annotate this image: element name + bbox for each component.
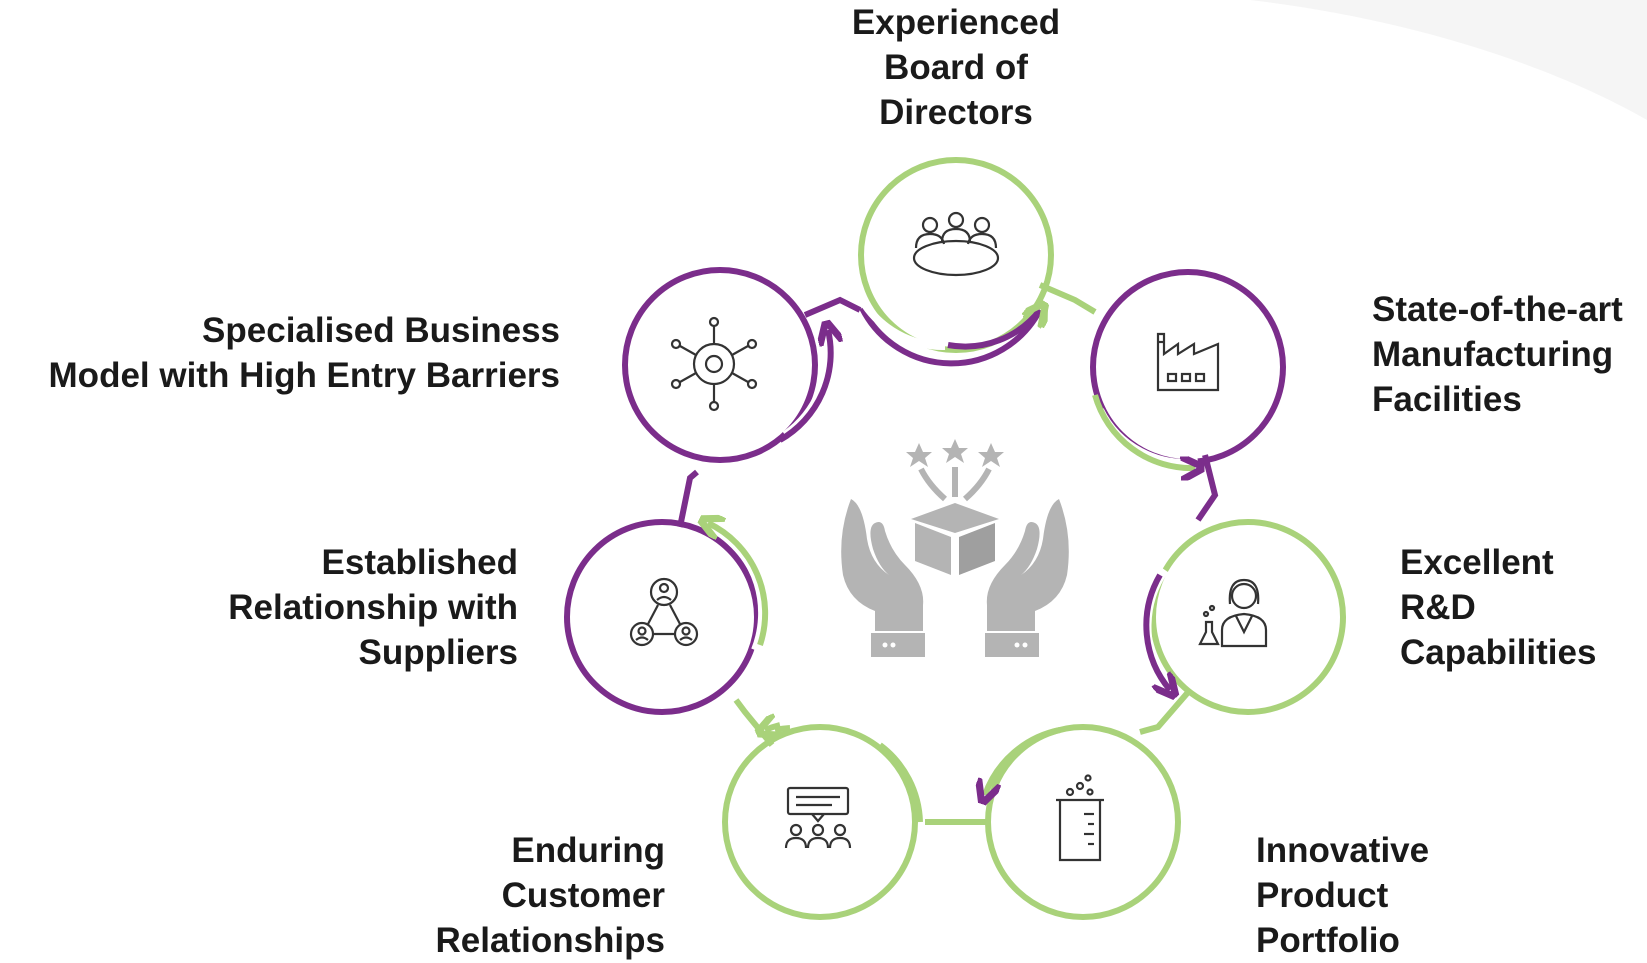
label-customers: Enduring Customer Relationships — [435, 831, 665, 960]
node-suppliers — [564, 522, 769, 715]
connector-rnd-portfolio — [1139, 688, 1193, 735]
beaker-icon — [1056, 774, 1104, 862]
meeting-table-icon — [912, 211, 1000, 277]
label-suppliers: Established Relationship with Suppliers — [228, 543, 518, 672]
label-business: Specialised Business Model with High Ent… — [48, 311, 560, 395]
node-customers — [722, 725, 923, 920]
connector-board-manufacturing — [1038, 282, 1097, 315]
label-portfolio: Innovative Product Portfolio — [1256, 831, 1430, 960]
factory-icon — [1156, 332, 1220, 392]
label-manufacturing: State-of-the-art Manufacturing Facilitie… — [1372, 290, 1623, 419]
node-manufacturing — [1090, 269, 1286, 468]
scientist-icon — [1198, 578, 1268, 648]
label-board: Experienced Board of Directors — [851, 3, 1061, 132]
connector-business-board — [803, 296, 862, 318]
connector-manufacturing-rnd — [1195, 454, 1219, 522]
node-portfolio — [985, 724, 1181, 920]
node-business — [622, 267, 831, 463]
gift-in-hands-icon — [841, 439, 1069, 657]
hub-network-icon — [670, 316, 758, 412]
audience-chat-icon — [784, 786, 852, 849]
node-board — [858, 157, 1054, 367]
connector-suppliers-business — [677, 469, 699, 528]
network-people-icon — [629, 577, 699, 647]
node-rnd — [1143, 519, 1346, 715]
label-rnd: Excellent R&D Capabilities — [1400, 543, 1597, 672]
connector-customers-suppliers — [733, 698, 775, 747]
